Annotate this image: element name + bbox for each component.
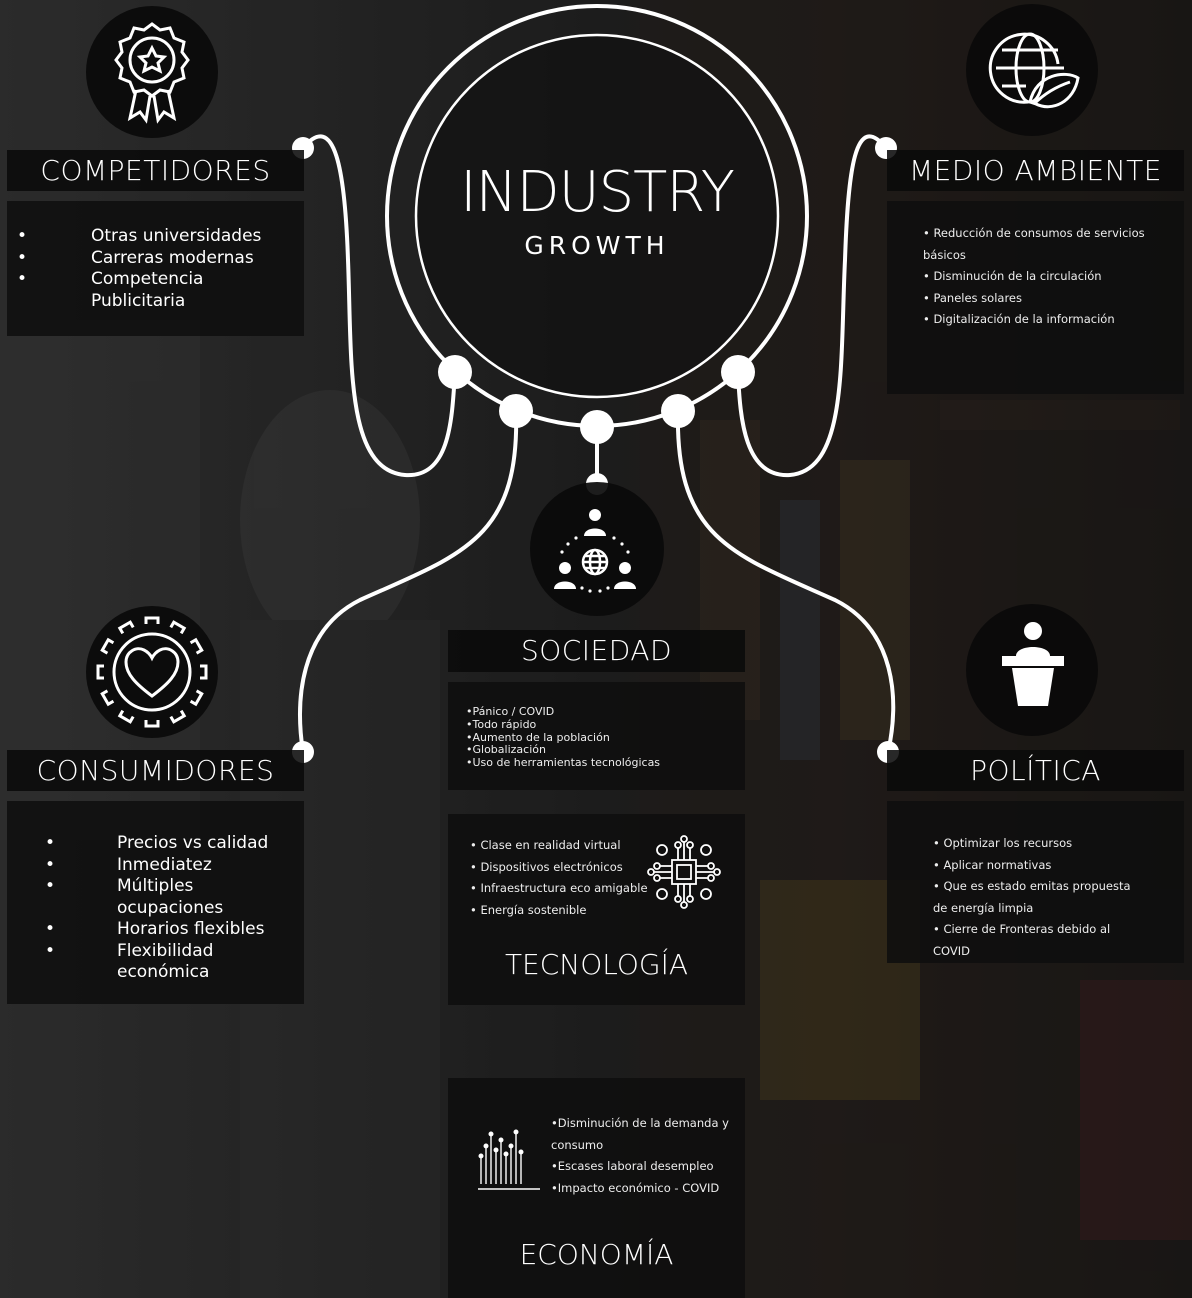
list-item: •Otras universidades: [17, 226, 262, 246]
consumidores-header: CONSUMIDORES: [7, 750, 304, 791]
list-item: •Precios vs calidad: [45, 833, 269, 853]
list-item: •Flexibilidad económica: [45, 940, 214, 983]
circuit-chip-icon: [647, 835, 721, 909]
sociedad-header: SOCIEDAD: [448, 630, 745, 672]
economia-list: •Disminución de la demanda y consumo •Es…: [551, 1113, 731, 1199]
economia-panel: •Disminución de la demanda y consumo •Es…: [448, 1078, 745, 1298]
list-item: •Carreras modernas: [17, 247, 254, 268]
sociedad-icon-circle: [530, 482, 664, 616]
list-item: • Que es estado emitas propuesta de ener…: [933, 879, 1131, 915]
medio-ambiente-header: MEDIO AMBIENTE: [887, 150, 1184, 191]
people-network-icon: [554, 509, 636, 593]
economia-header: ECONOMÍA: [519, 1238, 674, 1271]
list-item: •Globalización: [466, 743, 546, 757]
list-item: • Optimizar los recursos: [933, 836, 1073, 850]
award-ribbon-icon: [114, 22, 190, 124]
consumidores-list: •Precios vs calidad •Inmediatez •Múltipl…: [45, 833, 292, 984]
consumidores-icon-circle: [86, 606, 218, 738]
medio-ambiente-panel: • Reducción de consumos de servicios bás…: [887, 201, 1184, 394]
medio-ambiente-list: • Reducción de consumos de servicios bás…: [923, 223, 1153, 331]
politica-list: • Optimizar los recursos • Aplicar norma…: [933, 833, 1148, 962]
list-item: •Inmediatez: [45, 854, 212, 875]
list-item: •Aumento de la población: [466, 730, 610, 744]
list-item: • Aplicar normativas: [933, 857, 1052, 872]
list-item: • Dispositivos electrónicos: [470, 859, 623, 874]
speaker-podium-icon: [1002, 622, 1064, 706]
tecnologia-panel: • Clase en realidad virtual • Dispositiv…: [448, 814, 745, 1005]
center-subtitle: GROWTH: [524, 231, 670, 260]
globe-leaf-icon: [988, 32, 1080, 109]
list-item: •Horarios flexibles: [45, 919, 265, 939]
tecnologia-header: TECNOLOGÍA: [504, 948, 689, 981]
list-item: • Infraestructura eco amigable: [470, 881, 648, 895]
list-item: • Paneles solares: [923, 290, 1022, 305]
heart-gear-icon: [96, 616, 208, 728]
list-item: • Clase en realidad virtual: [470, 838, 621, 852]
list-item: • Energía sostenible: [470, 902, 587, 917]
politica-panel: • Optimizar los recursos • Aplicar norma…: [887, 801, 1184, 963]
politica-header: POLÍTICA: [887, 750, 1184, 791]
medio-ambiente-icon-circle: [966, 4, 1098, 136]
list-item: •Escases laboral desempleo: [551, 1159, 714, 1173]
politica-icon-circle: [966, 604, 1098, 736]
list-item: • Digitalización de la información: [923, 312, 1115, 326]
list-item: •Uso de herramientas tecnológicas: [466, 756, 661, 770]
sociedad-panel: •Pánico / COVID •Todo rápido •Aumento de…: [448, 682, 745, 790]
competidores-header: COMPETIDORES: [7, 150, 304, 191]
list-item: • Reducción de consumos de servicios bás…: [923, 226, 1145, 262]
consumidores-panel: •Precios vs calidad •Inmediatez •Múltipl…: [7, 801, 304, 1004]
line-chart-icon: [478, 1129, 540, 1190]
list-item: •Impacto económico - COVID: [551, 1180, 720, 1195]
competidores-icon-circle: [86, 6, 218, 138]
tecnologia-list: • Clase en realidad virtual • Dispositiv…: [470, 835, 650, 921]
sociedad-list: •Pánico / COVID •Todo rápido •Aumento de…: [466, 705, 736, 770]
competidores-list: •Otras universidades •Carreras modernas …: [17, 226, 291, 312]
list-item: •Múltiples ocupaciones: [45, 876, 224, 918]
competidores-panel: •Otras universidades •Carreras modernas …: [7, 201, 304, 336]
list-item: •Todo rápido: [466, 717, 537, 731]
list-item: • Cierre de Fronteras debido al COVID: [933, 922, 1111, 958]
list-item: •Pánico / COVID: [466, 705, 555, 718]
list-item: • Disminución de la circulación: [923, 269, 1102, 283]
list-item: •Disminución de la demanda y consumo: [551, 1116, 729, 1152]
center-title: INDUSTRY: [460, 160, 735, 225]
list-item: •Competencia Publicitaria: [17, 269, 204, 311]
